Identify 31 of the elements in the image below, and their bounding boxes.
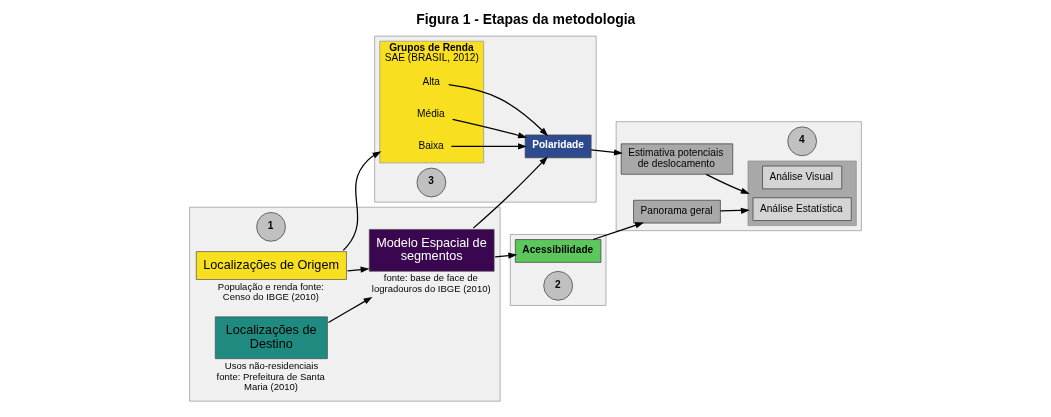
node-circle: 2 — [543, 271, 573, 301]
node-box: Panorama geral — [633, 199, 721, 224]
node-box: Polaridade — [524, 134, 592, 159]
node-circle: 1 — [256, 212, 286, 242]
arrow — [346, 266, 370, 273]
arrow — [592, 222, 644, 241]
node-text: Média — [417, 108, 445, 120]
arrow — [705, 173, 750, 194]
arrow — [590, 149, 623, 156]
cluster — [189, 206, 501, 402]
arrow — [719, 207, 750, 214]
node-box: Análise Estatística — [752, 197, 852, 221]
arrow — [452, 118, 527, 139]
node-label: Usos não-residenciais fonte: Prefeitura de Santa Maria (2010) — [216, 359, 325, 393]
arrow — [448, 84, 549, 137]
arrow — [327, 296, 373, 324]
cluster — [747, 160, 857, 226]
node-text: Alta — [422, 76, 440, 88]
arrow — [472, 156, 548, 229]
node-circle: 3 — [416, 167, 447, 198]
arrow — [342, 151, 382, 251]
node-box: Estimativa potenciais de deslocamento — [620, 143, 734, 175]
node-label: População e renda fonte: Censo do IBGE (2010) — [217, 280, 324, 303]
node-box: Acessibilidade — [515, 239, 602, 263]
arrow — [450, 143, 527, 150]
diagram-title: Figura 1 - Etapas da metodologia — [416, 10, 636, 27]
node-box: Análise Visual — [762, 165, 843, 190]
node-text: Baixa — [418, 139, 444, 151]
node-circle: 4 — [787, 126, 817, 157]
node-label: fonte: base de face de logradouros do IBGE (2010) — [371, 272, 491, 295]
arrow — [494, 252, 518, 259]
